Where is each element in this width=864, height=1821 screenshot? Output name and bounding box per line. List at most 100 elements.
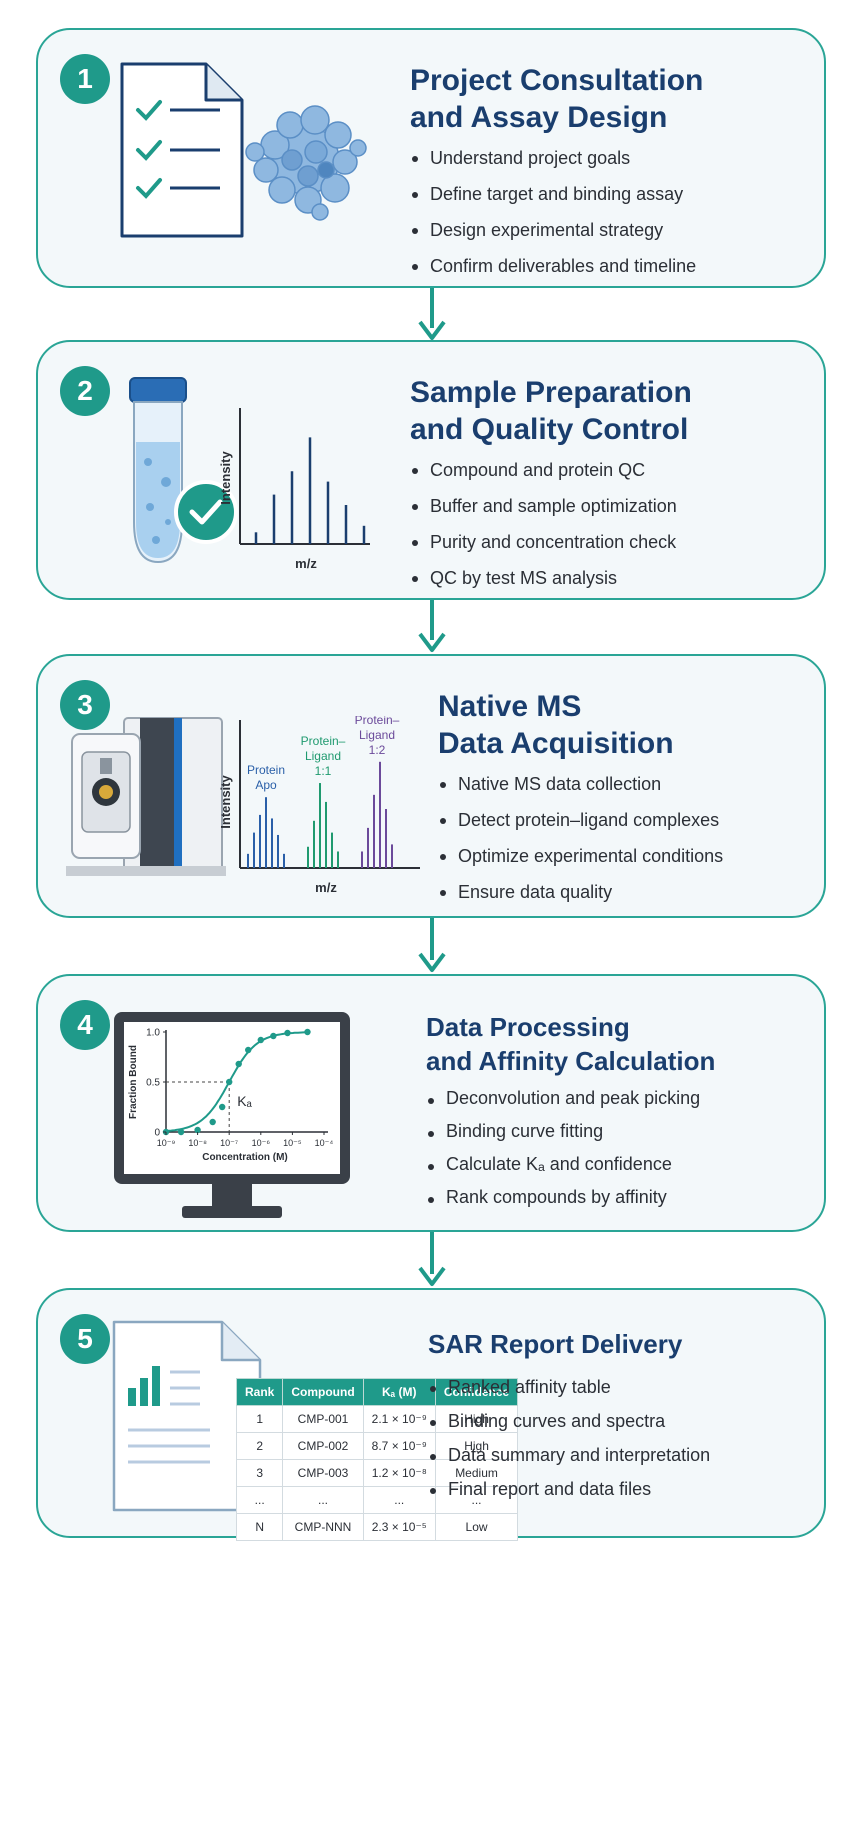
- table-header-cell: Confidence: [434, 1378, 519, 1406]
- spectrum-group-label: 1:1: [315, 764, 332, 778]
- table-cell: 2: [235, 1432, 284, 1460]
- data-point: [209, 1118, 216, 1126]
- data-point: [304, 1028, 311, 1036]
- x-tick-label: 10⁻⁹: [157, 1138, 176, 1148]
- data-point: [218, 1103, 226, 1111]
- table-cell: 3: [235, 1459, 284, 1487]
- table-row: ... ... ... ...: [235, 1486, 519, 1514]
- down-arrow-icon: [418, 600, 446, 652]
- down-arrow-icon: [418, 1232, 446, 1286]
- x-tick-label: 10⁻⁶: [252, 1138, 271, 1148]
- table-header-cell: Kₐ (M): [362, 1378, 436, 1406]
- table-cell: CMP-NNN: [282, 1513, 364, 1541]
- table-header-row: Rank Compound Kₐ (M) Confidence: [235, 1378, 519, 1406]
- table-cell: 2.3 × 10⁻⁵: [362, 1513, 436, 1541]
- data-point: [177, 1128, 185, 1136]
- table-cell: 1: [235, 1405, 284, 1433]
- step-bullet-list: Compound and protein QC Buffer and sampl…: [410, 452, 677, 596]
- data-point: [194, 1126, 201, 1134]
- table-cell: ...: [235, 1486, 284, 1514]
- list-item: Buffer and sample optimization: [410, 488, 677, 524]
- table-cell: Medium: [434, 1459, 519, 1487]
- table-row: 2 CMP-002 8.7 × 10⁻⁹ High: [235, 1432, 519, 1460]
- list-item: Understand project goals: [410, 140, 696, 176]
- list-item: Optimize experimental conditions: [438, 838, 723, 874]
- step-number-badge: 3: [60, 680, 110, 730]
- list-item: Data summary and interpretation: [428, 1438, 710, 1472]
- spectrum-group-label: Apo: [255, 778, 277, 792]
- step-number-badge: 5: [60, 1314, 110, 1364]
- spectrum-group-label: Protein–: [355, 716, 400, 727]
- list-item: Design experimental strategy: [410, 212, 696, 248]
- spectrum-group-label: Protein–: [301, 734, 346, 748]
- table-cell: ...: [362, 1486, 436, 1514]
- data-point: [235, 1060, 242, 1068]
- down-arrow-icon: [418, 288, 446, 340]
- list-item: Compound and protein QC: [410, 452, 677, 488]
- table-cell: N: [235, 1513, 284, 1541]
- spectrum-y-label: Intensity: [218, 451, 233, 505]
- spectrum-group-label: Protein: [247, 763, 285, 777]
- data-point: [245, 1046, 252, 1054]
- step-number-badge: 2: [60, 366, 110, 416]
- step-bullet-list: Understand project goals Define target a…: [410, 140, 696, 284]
- x-tick-label: 10⁻⁷: [220, 1138, 238, 1148]
- list-item: Ranked affinity table: [428, 1370, 710, 1404]
- y-tick-label: 0.5: [146, 1078, 160, 1089]
- step-number-badge: 4: [60, 1000, 110, 1050]
- binding-curve-line: [165, 1031, 305, 1132]
- spectrum-group-label: 1:2: [369, 743, 386, 757]
- list-item: Calculate Kₐ and confidence: [426, 1148, 700, 1181]
- kd-annotation: Kₐ: [237, 1093, 252, 1109]
- table-cell: 1.2 × 10⁻⁸: [362, 1459, 436, 1487]
- protein-structure-icon: [245, 105, 367, 221]
- data-point: [226, 1078, 233, 1086]
- list-item: Confirm deliverables and timeline: [410, 248, 696, 284]
- list-item: Define target and binding assay: [410, 176, 696, 212]
- checklist-document-icon: [120, 62, 244, 238]
- table-row: N CMP-NNN 2.3 × 10⁻⁵ Low: [235, 1513, 519, 1541]
- table-header-cell: Rank: [235, 1378, 284, 1406]
- y-tick-label: 0: [154, 1128, 160, 1139]
- native-ms-spectrum: Intensity m/z ProteinApoProtein–Ligand1:…: [220, 716, 420, 895]
- data-point: [284, 1029, 291, 1037]
- step-number-badge: 1: [60, 54, 110, 104]
- step-card-5: 5 Rank Compound Kₐ (M) Confidence 1 CMP-…: [36, 1288, 826, 1541]
- spectrum-y-label: Intensity: [220, 775, 233, 829]
- spectrum-group-label: Ligand: [359, 728, 395, 742]
- step-title: SAR Report Delivery: [428, 1329, 683, 1359]
- qc-mass-spectrum: Intensity m/z: [218, 408, 370, 571]
- table-cell: CMP-002: [282, 1432, 364, 1460]
- chart-x-label: Concentration (M): [202, 1152, 288, 1163]
- spectrum-group-label: Ligand: [305, 749, 341, 763]
- table-cell: ...: [434, 1486, 519, 1514]
- table-cell: CMP-003: [282, 1459, 364, 1487]
- step-bullet-list: Deconvolution and peak picking Binding c…: [426, 1082, 700, 1214]
- list-item: Deconvolution and peak picking: [426, 1082, 700, 1115]
- table-cell: ...: [282, 1486, 364, 1514]
- sar-affinity-table: Rank Compound Kₐ (M) Confidence 1 CMP-00…: [235, 1378, 519, 1541]
- list-item: QC by test MS analysis: [410, 560, 677, 596]
- mass-spectrometer-icon: [66, 717, 226, 876]
- data-point: [257, 1036, 264, 1044]
- list-item: Rank compounds by affinity: [426, 1181, 700, 1214]
- table-row: 1 CMP-001 2.1 × 10⁻⁹ High: [235, 1405, 519, 1433]
- report-document-icon: [112, 1320, 262, 1512]
- chart-y-label: Fraction Bound: [128, 1045, 139, 1119]
- monitor-icon: [114, 1012, 350, 1218]
- list-item: Final report and data files: [428, 1472, 710, 1506]
- table-cell: Low: [434, 1513, 519, 1541]
- x-tick-label: 10⁻⁸: [188, 1138, 207, 1148]
- sample-tube-icon: [129, 377, 238, 564]
- step-bullet-list: Ranked affinity table Binding curves and…: [428, 1370, 710, 1506]
- x-tick-label: 10⁻⁵: [283, 1138, 302, 1148]
- y-tick-label: 1.0: [146, 1028, 160, 1039]
- data-point: [270, 1032, 277, 1040]
